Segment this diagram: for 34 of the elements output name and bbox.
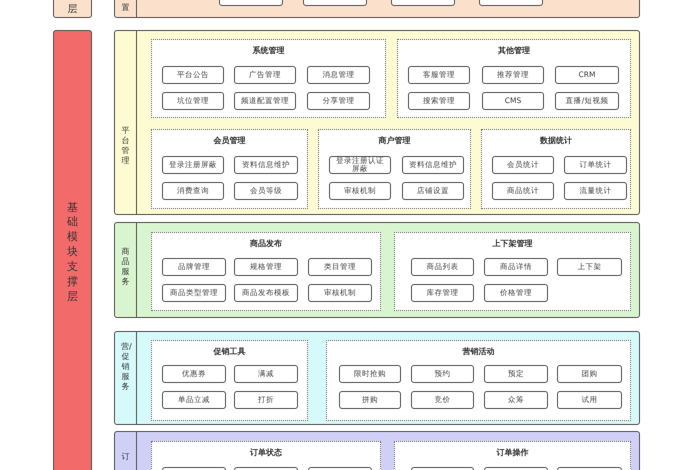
vertical-label: 营/促销服务	[120, 342, 133, 392]
group-heading: 订单操作	[495, 447, 530, 458]
group-panel	[151, 39, 386, 118]
group-panel	[151, 441, 381, 470]
vertical-label: 基础模块支撑层	[66, 200, 78, 304]
group-heading: 上下架管理	[492, 238, 534, 249]
layer-band	[114, 30, 640, 215]
group-panel	[394, 441, 631, 470]
group-heading: 营销活动	[462, 346, 496, 357]
group-heading: 订单状态	[248, 447, 283, 458]
layer-band	[114, 431, 640, 470]
group-panel	[151, 232, 381, 311]
group-heading: 商户管理	[378, 135, 412, 146]
vertical-label: 置	[120, 3, 130, 13]
vertical-label: 订	[120, 452, 130, 462]
layer-label: 层	[68, 3, 78, 16]
group-heading: 促销工具	[212, 346, 246, 357]
group-panel	[151, 340, 308, 421]
vertical-label: 平台管理	[120, 126, 130, 166]
group-heading: 其他管理	[497, 45, 531, 56]
group-panel	[481, 129, 631, 209]
group-heading: 系统管理	[252, 45, 286, 56]
group-panel	[326, 340, 631, 421]
group-heading: 会员管理	[212, 135, 246, 146]
group-panel	[151, 129, 308, 209]
group-heading: 数据统计	[539, 135, 573, 146]
group-heading: 商品发布	[249, 238, 283, 249]
group-panel	[394, 232, 631, 311]
group-panel	[397, 39, 631, 118]
layer-band	[114, 331, 640, 425]
vertical-label: 商品服务	[120, 247, 130, 287]
group-panel	[318, 129, 471, 209]
layer-band	[114, 222, 640, 318]
layer-bar	[53, 30, 92, 470]
